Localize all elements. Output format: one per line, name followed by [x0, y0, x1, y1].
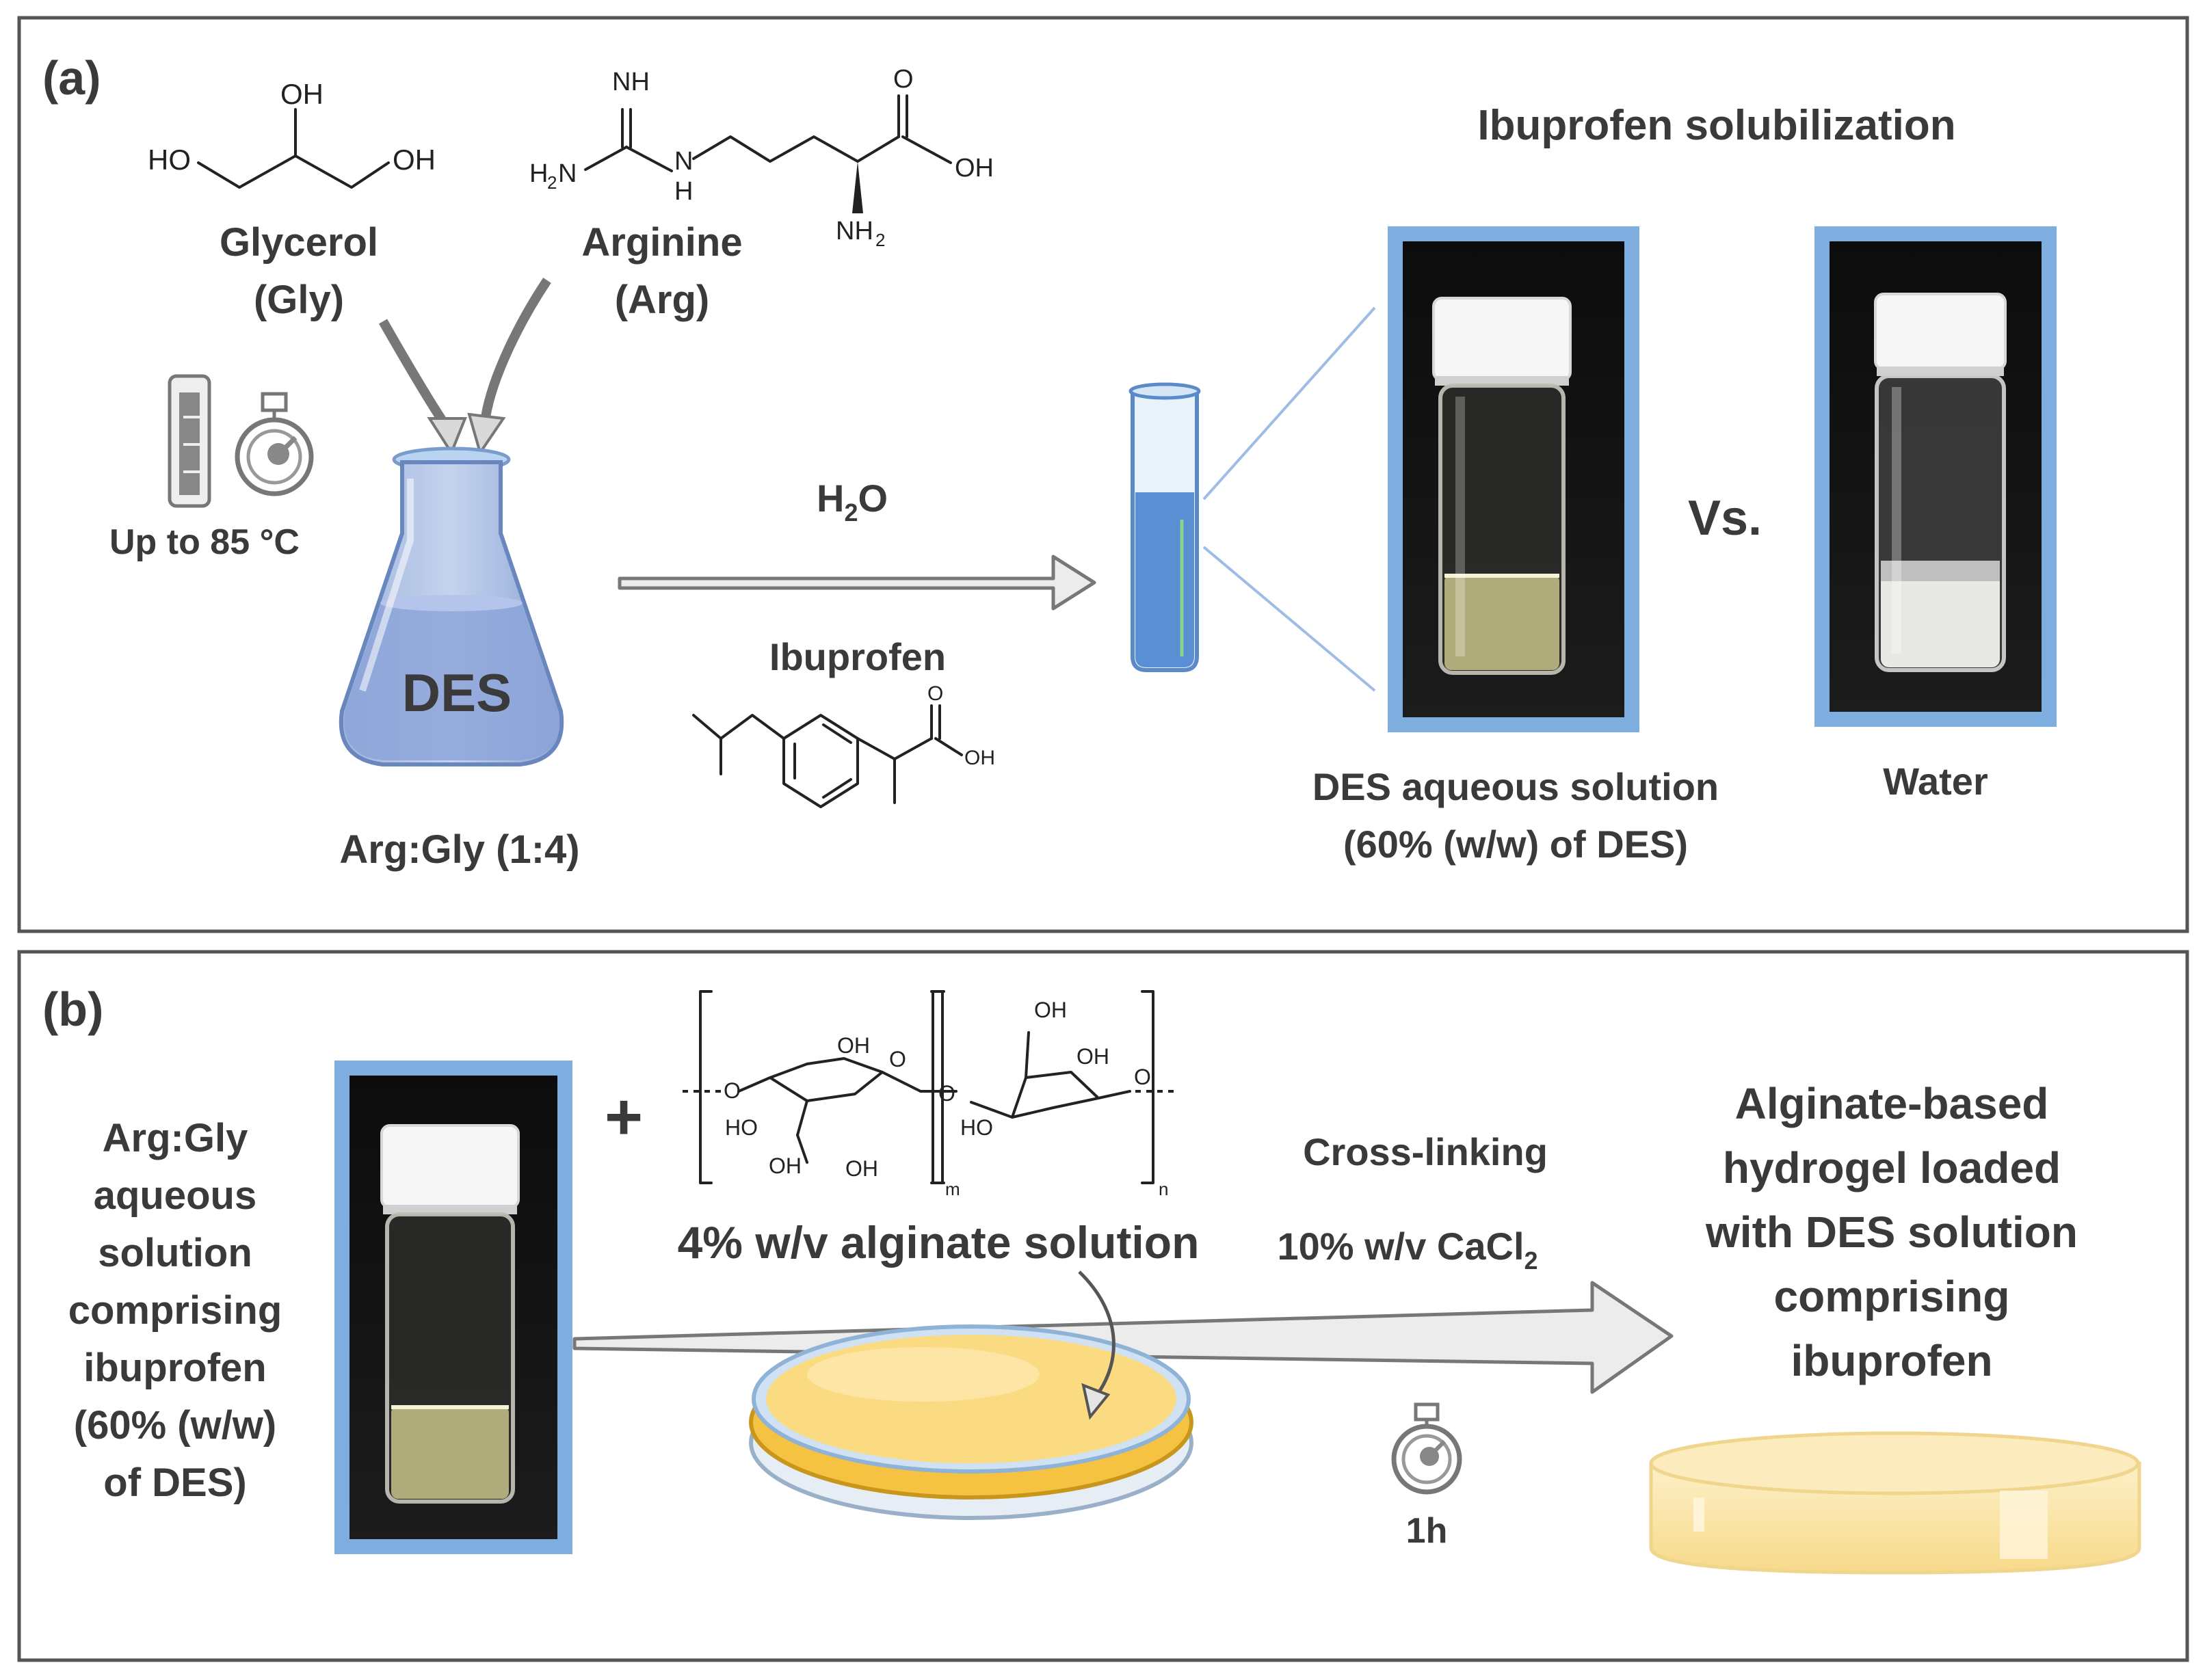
- svg-text:m: m: [945, 1179, 960, 1199]
- svg-text:H: H: [529, 159, 548, 188]
- panel-b-left-text: Arg:Gly aqueous solution comprising ibup…: [68, 1116, 282, 1505]
- arginine-to-flask-arrow: [481, 278, 551, 418]
- svg-text:ibuprofen: ibuprofen: [83, 1346, 266, 1390]
- panel-a-title: Ibuprofen solubilization: [1477, 102, 1955, 149]
- svg-text:Arg:Gly: Arg:Gly: [103, 1116, 248, 1160]
- svg-text:Alginate-based: Alginate-based: [1735, 1079, 2049, 1128]
- des-solution-label-1: DES aqueous solution: [1312, 765, 1719, 808]
- svg-text:O: O: [724, 1078, 741, 1103]
- svg-text:solution: solution: [98, 1231, 252, 1275]
- svg-text:OH: OH: [1077, 1044, 1109, 1069]
- svg-text:OH: OH: [955, 154, 994, 183]
- panel-a-frame: [17, 16, 2189, 933]
- vs-text: Vs.: [1688, 491, 1762, 546]
- conditions-text: Up to 85 °C: [109, 522, 300, 562]
- erlenmeyer-flask-icon: [339, 446, 564, 766]
- des-solution-label-2: (60% (w/w) of DES): [1343, 823, 1688, 866]
- svg-text:2: 2: [875, 230, 885, 250]
- glycerol-to-flask-arrow: [378, 319, 449, 427]
- svg-text:HO: HO: [960, 1115, 993, 1140]
- water-vial-photo: [1814, 226, 2057, 727]
- svg-text:HO: HO: [725, 1115, 758, 1140]
- flask-label: DES: [402, 663, 512, 723]
- panel-a-label: (a): [42, 51, 101, 105]
- svg-text:HO: HO: [148, 144, 191, 176]
- plus-sign: +: [605, 1080, 643, 1154]
- svg-text:OH: OH: [393, 144, 436, 176]
- ibuprofen-structure: O OH: [692, 682, 995, 808]
- svg-text:O: O: [1134, 1065, 1151, 1089]
- glycerol-structure: OH HO OH: [148, 78, 436, 189]
- glycerol-abbr: (Gly): [254, 278, 344, 322]
- arginine-structure: NH H 2 N N H O OH NH 2: [529, 65, 994, 250]
- svg-text:O: O: [927, 682, 943, 705]
- svg-text:N: N: [558, 159, 577, 188]
- petri-dish-icon: [749, 1324, 1193, 1520]
- time-label: 1h: [1406, 1511, 1448, 1551]
- zoom-line-top: [1202, 306, 1376, 501]
- svg-text:OH: OH: [964, 747, 995, 769]
- svg-text:OH: OH: [837, 1033, 870, 1058]
- des-ibuprofen-vial-photo: [334, 1061, 572, 1554]
- test-tube-icon: [1128, 382, 1201, 672]
- process-arrow: [618, 555, 1096, 611]
- svg-text:NH: NH: [836, 217, 873, 245]
- svg-text:OH: OH: [1034, 998, 1067, 1022]
- pour-arrow: [1078, 1270, 1115, 1396]
- alginate-label: 4% w/v alginate solution: [678, 1217, 1200, 1268]
- arrowhead-icon: [1081, 1383, 1111, 1420]
- svg-text:O: O: [938, 1081, 955, 1106]
- crosslinking-arrow: [572, 1281, 1674, 1394]
- svg-text:comprising: comprising: [1774, 1272, 2010, 1321]
- svg-text:(60% (w/w): (60% (w/w): [74, 1403, 277, 1448]
- panel-b-frame: [17, 950, 2189, 1662]
- svg-text:of DES): of DES): [103, 1461, 246, 1505]
- svg-text:OH: OH: [845, 1156, 878, 1181]
- svg-text:with DES solution: with DES solution: [1705, 1208, 2078, 1257]
- svg-text:NH: NH: [612, 68, 650, 96]
- svg-text:2: 2: [547, 172, 557, 193]
- cacl2-label: 10% w/v CaCl2: [1277, 1225, 1537, 1275]
- svg-text:comprising: comprising: [68, 1288, 282, 1333]
- timer-icon: [235, 392, 314, 496]
- panel-b-label: (b): [42, 983, 103, 1036]
- crosslinking-label: Cross-linking: [1303, 1130, 1548, 1173]
- svg-text:OH: OH: [769, 1154, 802, 1178]
- hydrogel-disc-icon: [1649, 1431, 2141, 1575]
- arrowhead-icon: [427, 417, 467, 456]
- svg-text:hydrogel loaded: hydrogel loaded: [1723, 1143, 2061, 1192]
- svg-text:O: O: [889, 1047, 906, 1071]
- svg-text:OH: OH: [280, 78, 324, 110]
- arginine-name: Arginine: [581, 220, 742, 265]
- arginine-abbr: (Arg): [615, 278, 710, 322]
- svg-text:aqueous: aqueous: [94, 1173, 257, 1218]
- svg-text:O: O: [893, 65, 914, 94]
- thermometer-icon: [168, 374, 211, 508]
- des-vial-photo: [1388, 226, 1639, 732]
- glycerol-name: Glycerol: [220, 220, 378, 265]
- svg-text:n: n: [1159, 1179, 1168, 1199]
- ibuprofen-label: Ibuprofen: [769, 635, 946, 678]
- ratio-label: Arg:Gly (1:4): [339, 827, 579, 872]
- svg-text:ibuprofen: ibuprofen: [1791, 1336, 1992, 1385]
- water-formula-label: H2O: [817, 477, 888, 526]
- arrowhead-icon: [467, 412, 506, 456]
- svg-text:N: N: [674, 147, 693, 176]
- water-label: Water: [1883, 760, 1988, 803]
- result-text: Alginate-based hydrogel loaded with DES …: [1705, 1079, 2078, 1385]
- svg-text:H: H: [674, 177, 693, 206]
- alginate-structure: O OH HO O OH OH O OH OH HO O m n: [683, 990, 1176, 1199]
- zoom-line-bottom: [1202, 546, 1376, 692]
- timer-icon: [1391, 1402, 1462, 1495]
